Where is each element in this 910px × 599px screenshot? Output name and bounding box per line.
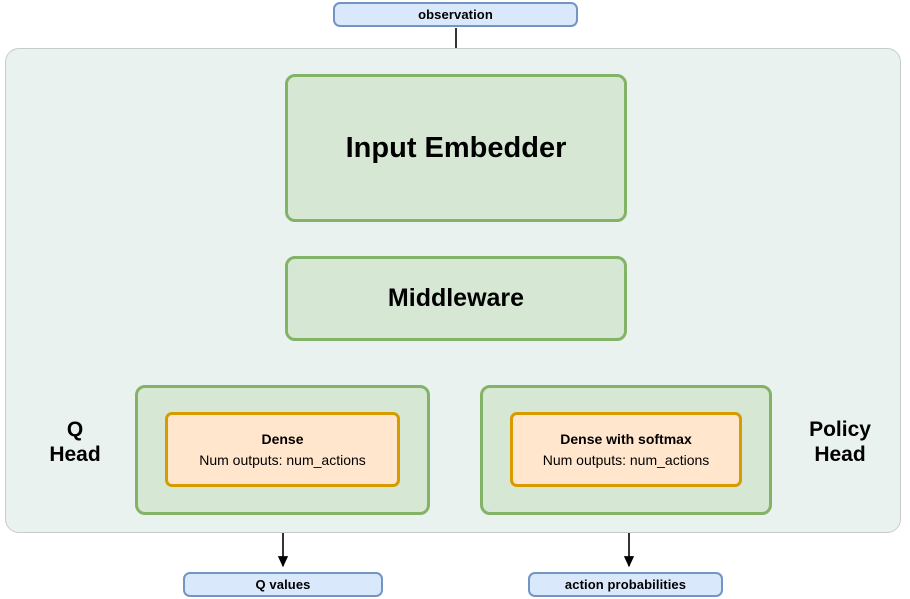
q-head-dense-block[interactable]: Dense Num outputs: num_actions: [165, 412, 400, 487]
middleware-label: Middleware: [387, 284, 525, 312]
observation-input-box[interactable]: observation: [333, 2, 578, 27]
q-values-output-box[interactable]: Q values: [183, 572, 383, 597]
policy-head-label-line2: Head: [814, 442, 866, 466]
policy-head-label: Policy Head: [778, 418, 902, 468]
policy-head-dense-block[interactable]: Dense with softmax Num outputs: num_acti…: [510, 412, 742, 487]
observation-label: observation: [418, 7, 493, 22]
input-embedder-label: Input Embedder: [345, 131, 567, 164]
policy-head-label-line1: Policy: [809, 418, 871, 441]
action-probabilities-output-box[interactable]: action probabilities: [528, 572, 723, 597]
q-head-dense-title: Dense: [261, 431, 304, 448]
q-head-dense-subtitle: Num outputs: num_actions: [199, 451, 366, 468]
policy-head-dense-title: Dense with softmax: [560, 431, 692, 448]
q-head-label: Q Head: [20, 418, 130, 468]
policy-head-dense-subtitle: Num outputs: num_actions: [542, 451, 710, 468]
input-embedder-block[interactable]: Input Embedder: [285, 74, 627, 222]
q-head-label-line2: Head: [49, 442, 101, 466]
q-head-label-line1: Q: [66, 418, 84, 441]
q-values-label: Q values: [255, 577, 311, 592]
action-probabilities-label: action probabilities: [564, 577, 687, 592]
middleware-block[interactable]: Middleware: [285, 256, 627, 341]
